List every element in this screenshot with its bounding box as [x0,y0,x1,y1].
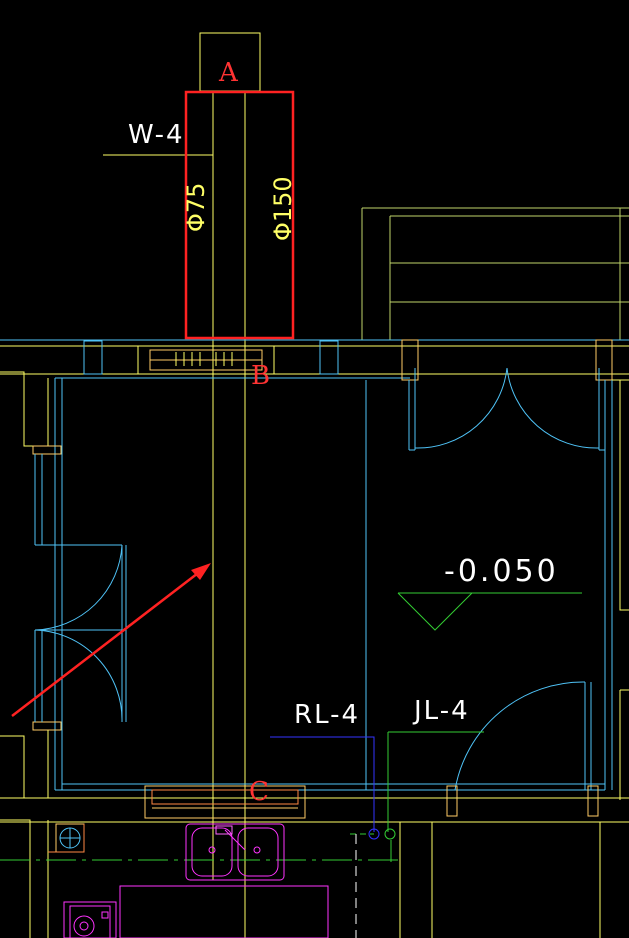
elevation-label: -0.050 [444,554,559,589]
right-wall [604,379,629,800]
riser-lines [270,731,484,938]
bottom-wall [0,783,629,823]
pipe-dia-large-label: Φ150 [269,176,297,241]
balcony-railing [361,207,629,340]
pipe-dia-small-label: Φ75 [182,183,210,232]
marker-c: C [249,777,269,807]
riser-rl-label: RL-4 [294,700,360,730]
riser-jl-label: JL-4 [412,696,470,726]
marker-b: B [251,361,270,391]
double-door-swing [414,367,600,449]
marker-a: A [218,58,239,88]
top-wall [0,339,629,379]
highlight-box [184,90,295,340]
elevation-triangle-icon [397,592,582,631]
pipe-tag-label: W-4 [128,120,185,150]
lower-right-door [446,681,599,817]
red-arrow-icon [11,563,211,717]
washing-machine-icon [73,911,109,937]
sink-icon [185,823,285,881]
right-door-frame [401,339,613,451]
kitchen-counter [63,885,329,938]
floor-drain-icon [48,823,85,853]
bottom-outlines [0,819,601,938]
left-wall [0,371,127,799]
top-window [137,345,275,375]
